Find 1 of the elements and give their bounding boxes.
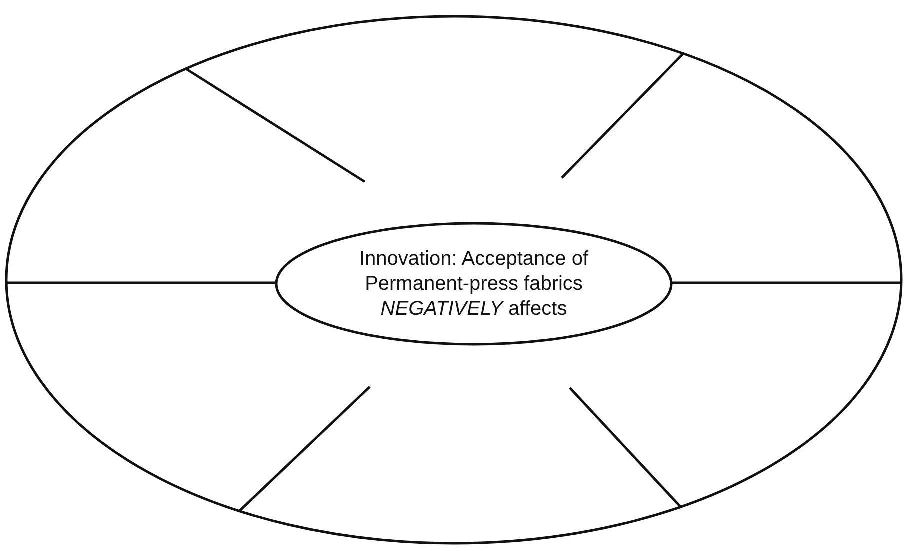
center-text: Innovation: Acceptance of Permanent-press fabrics NEGATIVELY affects — [358, 246, 590, 322]
